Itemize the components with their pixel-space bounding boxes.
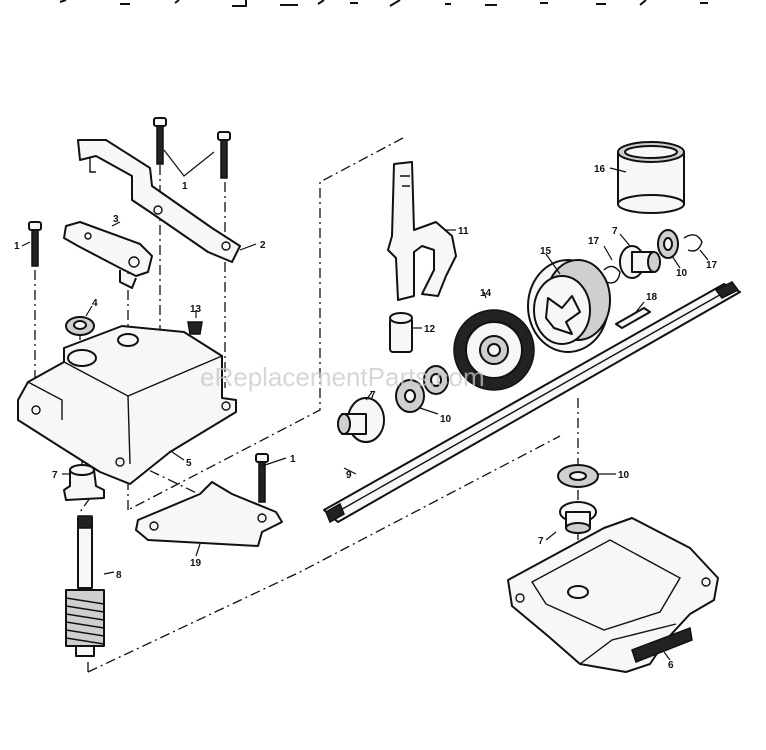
- callout-15: 15: [540, 246, 552, 257]
- retaining-clip-right: [683, 234, 703, 252]
- flange-bearing-lower: [559, 501, 597, 534]
- watermark: eReplacementParts.com: [200, 362, 485, 392]
- callout-5-upper: 5: [186, 458, 192, 469]
- callout-7-left: 7: [52, 470, 58, 481]
- lower-housing: [507, 517, 719, 673]
- callout-1-left: 1: [14, 241, 20, 252]
- washer-right: [657, 229, 679, 259]
- callout-10-right: 10: [676, 268, 688, 279]
- key: [615, 307, 651, 329]
- flange-bearing-right: [619, 245, 661, 279]
- callout-11: 11: [458, 226, 469, 237]
- plug: [187, 321, 203, 335]
- upper-housing: [17, 325, 237, 485]
- washer-small: [65, 316, 95, 336]
- callout-3: 3: [113, 214, 119, 225]
- top-edge-fragments: [59, 0, 708, 7]
- shift-arm: [63, 221, 153, 289]
- screw-plate: [255, 453, 269, 503]
- bushing: [389, 312, 413, 353]
- callout-14: 14: [480, 288, 492, 299]
- callout-1-top: 1: [182, 181, 188, 192]
- callout-8: 8: [116, 570, 122, 581]
- washer-center-b: [423, 365, 449, 395]
- pulley: [527, 259, 611, 353]
- callout-13: 13: [190, 304, 202, 315]
- callout-16: 16: [594, 164, 606, 175]
- washer-center-a: [395, 379, 425, 413]
- shift-fork: [387, 161, 457, 301]
- callout-17-right: 17: [706, 260, 718, 271]
- callout-4: 4: [92, 298, 98, 309]
- worm-shaft: [65, 515, 105, 657]
- spur-gear: [453, 309, 535, 391]
- callout-7-center: 7: [370, 390, 376, 401]
- flange-bearing-center: [337, 397, 385, 443]
- callout-12: 12: [424, 324, 436, 335]
- retaining-clip-left: [603, 265, 621, 284]
- callouts: 1 1 1 2 3 4 13 5 7 8 19 11 12 14 15 16 1…: [14, 164, 718, 671]
- callout-10-center: 10: [440, 414, 452, 425]
- callout-6: 6: [668, 660, 674, 671]
- callout-7-lower: 7: [538, 536, 544, 547]
- plate: [135, 481, 283, 547]
- callout-19-plate: 19: [190, 558, 202, 569]
- callout-7-right: 7: [612, 226, 618, 237]
- bracket: [77, 139, 241, 263]
- screw-left: [28, 221, 42, 267]
- callout-17-left: 17: [588, 236, 600, 247]
- screw-top-right: [217, 131, 231, 179]
- axle: [323, 281, 741, 524]
- bearing-sleeve: [617, 141, 685, 214]
- callout-10-lower: 10: [618, 470, 630, 481]
- flange-bearing-left: [63, 464, 105, 501]
- callout-1-plate: 1: [290, 454, 296, 465]
- callout-2: 2: [260, 240, 266, 251]
- callout-9: 9: [346, 470, 352, 481]
- leader-lines: [21, 149, 709, 661]
- washer-lower: [557, 464, 599, 488]
- callout-18: 18: [646, 292, 658, 303]
- screw-top-left: [153, 117, 167, 165]
